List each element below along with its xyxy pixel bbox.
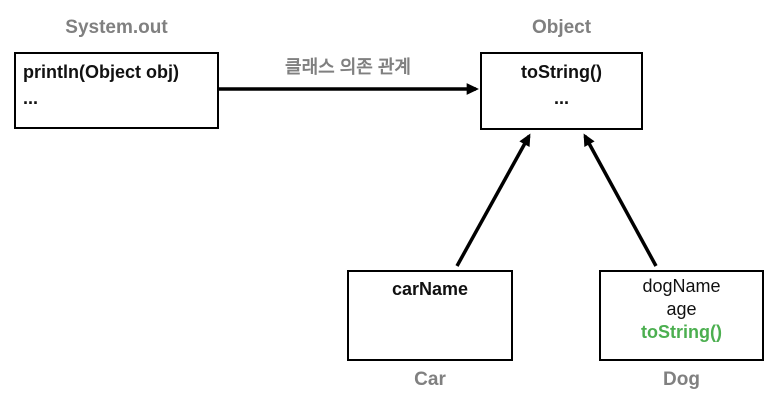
object-caption: Object <box>531 17 592 38</box>
dog-box: dogName age toString() <box>599 270 764 361</box>
car-caption: Car <box>414 369 446 390</box>
println-ellipsis-text: ... <box>23 88 39 108</box>
dog-tostring-method-text: toString() <box>641 322 722 342</box>
object-ellipsis-text: ... <box>553 88 569 108</box>
car-name-field-text: carName <box>391 279 469 299</box>
object-box: toString() ... <box>480 52 643 130</box>
car-box: carName <box>347 270 513 361</box>
dependency-arrow-label: 클래스 의존 관계 <box>285 57 411 77</box>
dog-inheritance-arrow <box>583 133 658 267</box>
car-inheritance-arrow <box>455 133 531 267</box>
system-out-box: println(Object obj) ... <box>14 52 219 129</box>
object-tostring-method-text: toString() <box>521 62 602 82</box>
dog-name-field-text: dogName <box>642 276 721 296</box>
println-method-text: println(Object obj) <box>23 62 179 82</box>
dog-caption: Dog <box>663 369 700 390</box>
dog-age-field-text: age <box>666 299 697 319</box>
system-out-caption: System.out <box>65 17 168 38</box>
